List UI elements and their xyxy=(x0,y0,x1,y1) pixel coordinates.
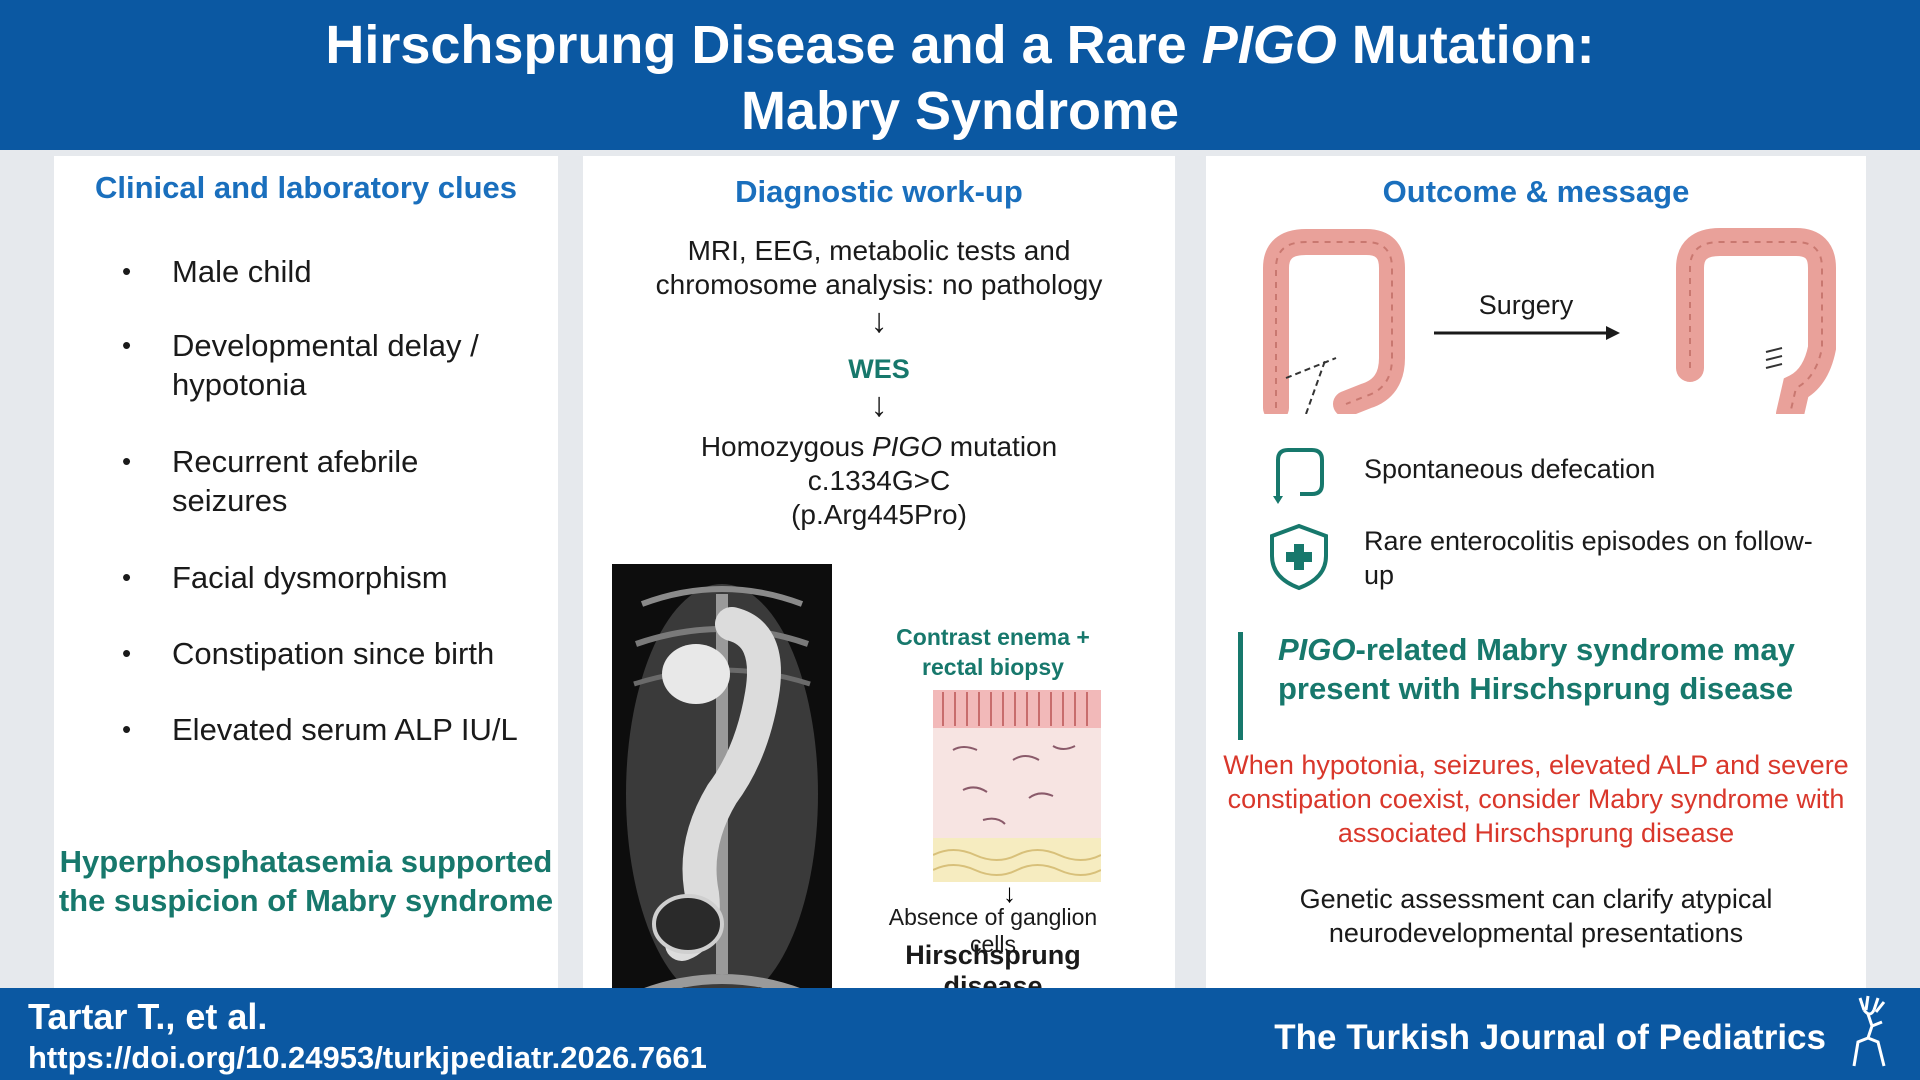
title-part: Mutation: xyxy=(1336,15,1595,75)
item-text: Constipation since birth xyxy=(172,636,495,671)
bullet: • xyxy=(122,638,132,668)
bullet: • xyxy=(122,562,132,592)
panel-title: Clinical and laboratory clues xyxy=(94,170,518,205)
deer-logo-icon xyxy=(1852,995,1886,1067)
item-text: Developmental delay / hypotonia xyxy=(172,328,479,402)
key-message: PIGO-related Mabry syndrome may present … xyxy=(1278,630,1848,708)
clue-note: Hyperphosphatasemia supported the suspic… xyxy=(58,844,554,918)
protein-change: (p.Arg445Pro) xyxy=(791,499,967,530)
header: Hirschsprung Disease and a Rare PIGO Mut… xyxy=(0,0,1920,150)
contrast-biopsy-label: Contrast enema + rectal biopsy xyxy=(896,624,1090,680)
workup-step1: MRI, EEG, metabolic tests and chromosome… xyxy=(655,235,1103,300)
item-text: Elevated serum ALP IU/L xyxy=(172,712,518,747)
bullet: • xyxy=(122,446,132,476)
list-item: • Male child xyxy=(122,252,542,291)
down-arrow-icon: ↓ xyxy=(870,302,888,340)
panel-title: Diagnostic work-up xyxy=(735,174,1023,209)
footer: Tartar T., et al. https://doi.org/10.249… xyxy=(0,988,1920,1080)
bullet: • xyxy=(122,330,132,360)
outcome-panel: Outcome & message Surgery Spontaneous de… xyxy=(1206,156,1866,988)
gene-name: PIGO xyxy=(1278,632,1356,667)
list-item: • Recurrent afebrile seizures xyxy=(122,442,542,520)
clinical-warning: When hypotonia, seizures, elevated ALP a… xyxy=(1223,750,1849,848)
gene-name: PIGO xyxy=(872,431,943,462)
mutation-text: Homozygous xyxy=(700,431,872,462)
item-text: Facial dysmorphism xyxy=(172,560,448,595)
message-accent-bar xyxy=(1238,632,1243,740)
doi-link[interactable]: https://doi.org/10.24953/turkjpediatr.20… xyxy=(28,1040,707,1075)
clinical-clues-panel: Clinical and laboratory clues • Male chil… xyxy=(54,156,558,988)
list-item: • Facial dysmorphism xyxy=(122,558,542,597)
surgery-label: Surgery xyxy=(1478,290,1574,320)
outcome-spontaneous-defecation: Spontaneous defecation xyxy=(1364,454,1656,484)
mutation-code: c.1334G>C xyxy=(807,465,951,496)
page-title: Hirschsprung Disease and a Rare PIGO Mut… xyxy=(0,0,1920,144)
list-item: • Constipation since birth xyxy=(122,634,542,673)
message-text: -related Mabry syndrome may present with… xyxy=(1278,632,1795,706)
colon-icon xyxy=(1273,448,1324,504)
panel-title: Outcome & message xyxy=(1382,174,1690,209)
down-arrow-icon: ↓ xyxy=(1003,878,1016,908)
wes-label: WES xyxy=(848,354,910,384)
journal-name: The Turkish Journal of Pediatrics xyxy=(1274,1018,1826,1057)
item-text: Male child xyxy=(172,254,312,289)
bullet: • xyxy=(122,256,132,286)
outcome-enterocolitis: Rare enterocolitis episodes on follow-up xyxy=(1364,526,1813,590)
title-line2: Mabry Syndrome xyxy=(740,81,1180,141)
arrow-right-icon xyxy=(1434,326,1620,340)
down-arrow-icon: ↓ xyxy=(870,386,888,424)
colon-after-surgery-image xyxy=(1676,228,1836,414)
list-item: • Elevated serum ALP IU/L xyxy=(122,710,542,749)
list-item: • Developmental delay / hypotonia xyxy=(122,326,542,404)
mutation-text: mutation xyxy=(942,431,1058,462)
title-gene: PIGO xyxy=(1201,15,1337,75)
genetic-assessment-text: Genetic assessment can clarify atypical … xyxy=(1299,884,1773,948)
item-text: Recurrent afebrile seizures xyxy=(172,444,419,518)
authors: Tartar T., et al. xyxy=(28,996,268,1037)
title-part: Hirschsprung Disease and a Rare xyxy=(325,15,1202,75)
diagnostic-panel: Diagnostic work-up MRI, EEG, metabolic t… xyxy=(583,156,1175,1074)
absence-ganglion-text: Absence of ganglion cells xyxy=(888,904,1098,957)
mutation-result: Homozygous PIGO mutation c.1334G>C (p.Ar… xyxy=(583,430,1175,532)
shield-plus-icon xyxy=(1270,523,1328,591)
bullet: • xyxy=(122,714,132,744)
rectal-biopsy-histology-image xyxy=(933,690,1101,882)
colon-before-surgery-image xyxy=(1263,229,1405,414)
